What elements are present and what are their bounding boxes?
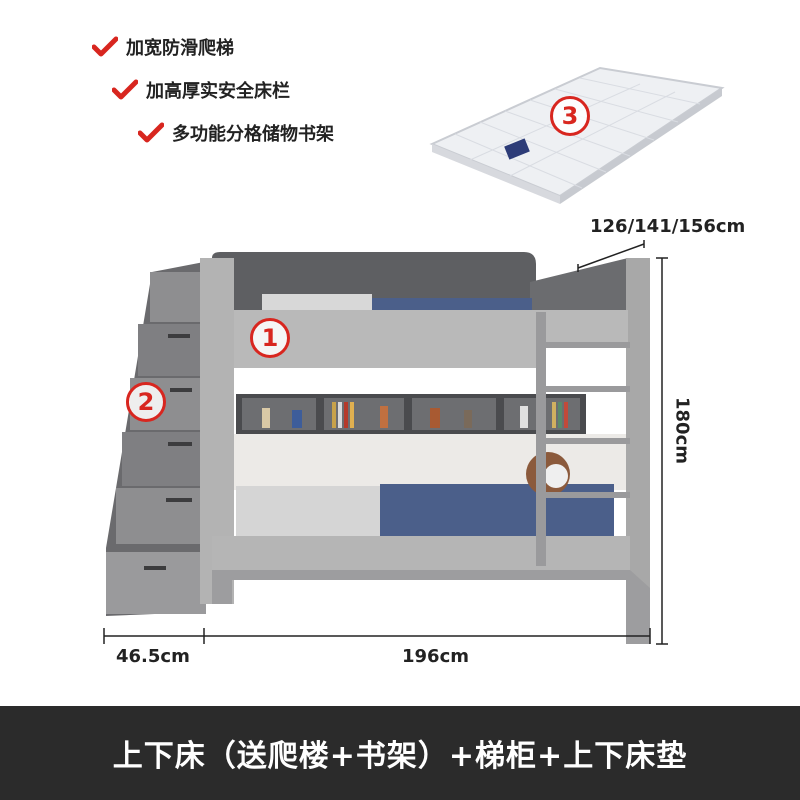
product-title-banner: 上下床（送爬楼+书架）+梯柜+上下床垫	[0, 706, 800, 800]
badge-number-2: 2	[126, 382, 166, 422]
feature-item-guardrail: 加高厚实安全床栏	[112, 77, 290, 103]
badge-number-1: 1	[250, 318, 290, 358]
width-dimension-label: 126/141/156cm	[590, 216, 746, 237]
stair-cabinet	[106, 262, 206, 616]
feature-text: 加宽防滑爬梯	[126, 38, 234, 59]
dimension-lines	[103, 240, 668, 645]
length-dimension-label: 196cm	[402, 646, 469, 667]
check-icon	[112, 79, 138, 100]
mattress-image	[429, 66, 725, 204]
feature-item-ladder: 加宽防滑爬梯	[92, 34, 234, 60]
bunk-bed-illustration	[103, 66, 725, 645]
check-icon	[92, 36, 118, 57]
badge-number-3: 3	[550, 96, 590, 136]
bed-frame	[200, 252, 650, 644]
feature-item-bookshelf: 多功能分格储物书架	[138, 120, 334, 146]
feature-text: 多功能分格储物书架	[172, 124, 334, 145]
check-icon	[138, 122, 164, 143]
feature-text: 加高厚实安全床栏	[146, 81, 290, 102]
banner-text: 上下床（送爬楼+书架）+梯柜+上下床垫	[112, 739, 688, 774]
height-dimension-label: 180cm	[671, 397, 693, 464]
stair-depth-label: 46.5cm	[116, 646, 190, 667]
